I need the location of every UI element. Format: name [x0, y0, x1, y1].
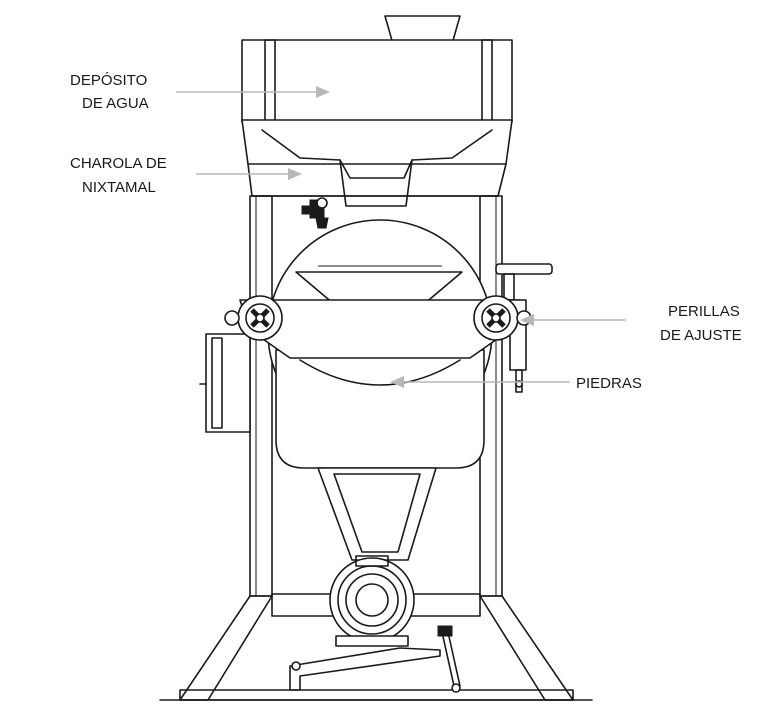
right-adjust-knob: [473, 295, 532, 341]
lever-handle: [495, 263, 553, 275]
motor: [329, 555, 415, 647]
leader-perillas: [520, 314, 626, 326]
belt-drive: [317, 467, 437, 561]
floor-plate: [179, 689, 574, 701]
tank-body: [241, 39, 513, 123]
grinder-housing: [239, 219, 521, 469]
nixtamal-tray: [241, 119, 513, 207]
pedal-linkage: [289, 625, 461, 693]
right-leg: [479, 595, 574, 701]
label-charola-nixtamal: CHAROLA DE NIXTAMAL: [70, 155, 167, 196]
gearbox-body: [205, 333, 251, 433]
leader-charola: [196, 168, 302, 180]
belt-guard: [317, 467, 437, 561]
left-column: [249, 195, 273, 597]
label-charola-line2: NIXTAMAL: [82, 179, 156, 196]
label-deposito-agua: DEPÓSITO DE AGUA: [70, 72, 149, 112]
faucet: [301, 197, 329, 229]
leader-deposito: [176, 86, 330, 98]
left-leg: [179, 595, 273, 701]
tray-top: [241, 119, 513, 165]
left-gearbox: [199, 333, 251, 433]
leader-piedras: [390, 376, 570, 388]
label-piedras: PIEDRAS: [576, 375, 642, 392]
water-tank: [241, 15, 513, 123]
left-adjust-knob: [224, 295, 283, 341]
label-deposito-line2: DE AGUA: [82, 95, 149, 112]
label-perillas-line1: PERILLAS: [668, 303, 740, 320]
label-piedras-line1: PIEDRAS: [576, 375, 642, 392]
label-deposito-line1: DEPÓSITO: [70, 72, 147, 89]
label-charola-line1: CHAROLA DE: [70, 155, 167, 172]
label-perillas-ajuste: PERILLAS DE AJUSTE: [660, 303, 742, 344]
label-perillas-line2: DE AJUSTE: [660, 327, 742, 344]
